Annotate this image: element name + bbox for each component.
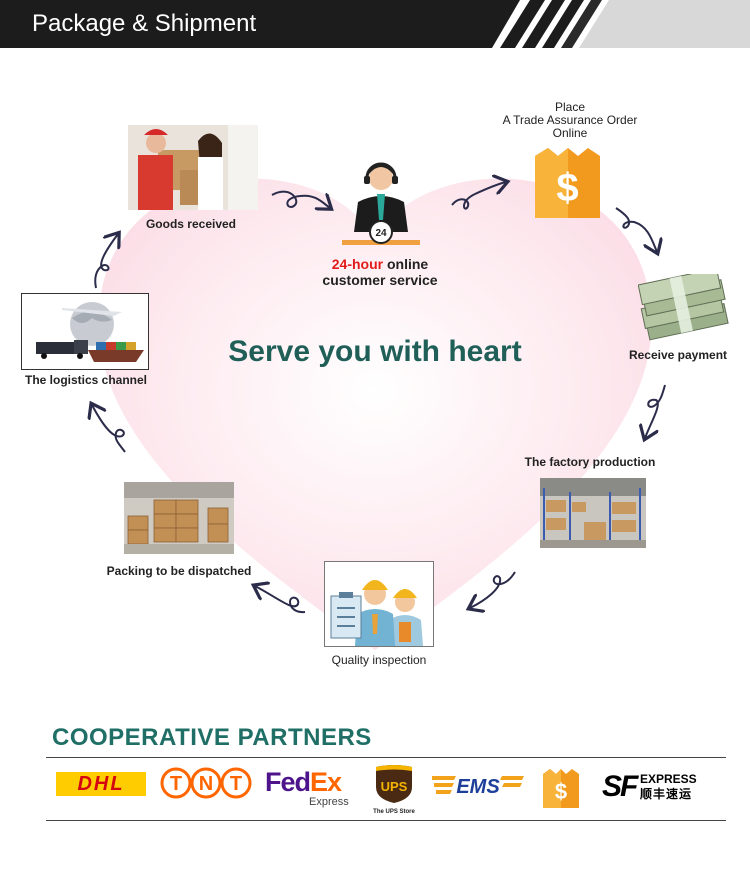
dhl-logo-text: DHL <box>77 773 125 795</box>
fedex-logo: FedEx Express <box>265 768 355 812</box>
trade-assurance-icon: $ <box>530 146 605 222</box>
dhl-logo: DHL <box>56 772 146 796</box>
fedex-fed: Fed <box>265 767 311 797</box>
quality-inspection-photo <box>324 561 434 647</box>
place-order-label: Place A Trade Assurance Order Online <box>490 101 650 140</box>
logistics-photo <box>21 293 149 370</box>
quality-inspection-label: Quality inspection <box>331 653 427 667</box>
fedex-express: Express <box>309 796 349 808</box>
tnt-n: N <box>199 773 213 795</box>
trade-assurance-logo: $ <box>540 768 582 810</box>
customer-service-label: 24-hour online customer service <box>300 256 460 288</box>
tnt-t2: T <box>230 773 242 795</box>
header-bar <box>0 0 750 48</box>
logistics-label: The logistics channel <box>24 373 148 387</box>
money-stack-icon <box>637 267 730 342</box>
partners-top-rule <box>46 757 726 758</box>
ups-logo: UPS The UPS Store <box>370 765 418 815</box>
tnt-t1: T <box>170 773 182 795</box>
sf-en: EXPRESS <box>640 772 697 786</box>
goods-received-label: Goods received <box>145 217 237 231</box>
fedex-ex: Ex <box>310 767 342 797</box>
ups-sub: The UPS Store <box>373 809 415 815</box>
partners-title: COOPERATIVE PARTNERS <box>52 724 372 751</box>
cs-24-hour: 24-hour <box>331 256 384 272</box>
packing-label: Packing to be dispatched <box>106 564 252 578</box>
sf-mark: SF <box>602 770 638 803</box>
svg-text:$: $ <box>555 779 567 804</box>
goods-received-photo <box>128 125 258 210</box>
place-line3: Online <box>552 126 588 140</box>
receive-payment-label: Receive payment <box>628 348 728 362</box>
ems-logo: EMS <box>432 772 524 798</box>
sf-express-logo: SF EXPRESS 顺丰速运 <box>602 770 702 806</box>
ems-text: EMS <box>456 776 500 798</box>
slogan: Serve you with heart <box>228 335 522 368</box>
customer-service-icon: 24 <box>340 162 422 248</box>
partners-bottom-rule <box>46 820 726 821</box>
svg-text:$: $ <box>556 166 578 210</box>
place-line1: Place <box>554 100 586 114</box>
factory-production-label: The factory production <box>524 455 656 469</box>
place-line2: A Trade Assurance Order <box>502 113 638 127</box>
sf-cn: 顺丰速运 <box>640 787 693 801</box>
tnt-logo: T N T <box>160 766 252 800</box>
packing-photo <box>124 482 234 554</box>
header-title: Package & Shipment <box>32 10 257 37</box>
cs-24-badge: 24 <box>375 228 387 239</box>
ups-mark: UPS <box>381 779 408 794</box>
cs-line2: customer service <box>322 272 438 288</box>
factory-photo <box>540 478 646 548</box>
cs-online: online <box>383 256 429 272</box>
